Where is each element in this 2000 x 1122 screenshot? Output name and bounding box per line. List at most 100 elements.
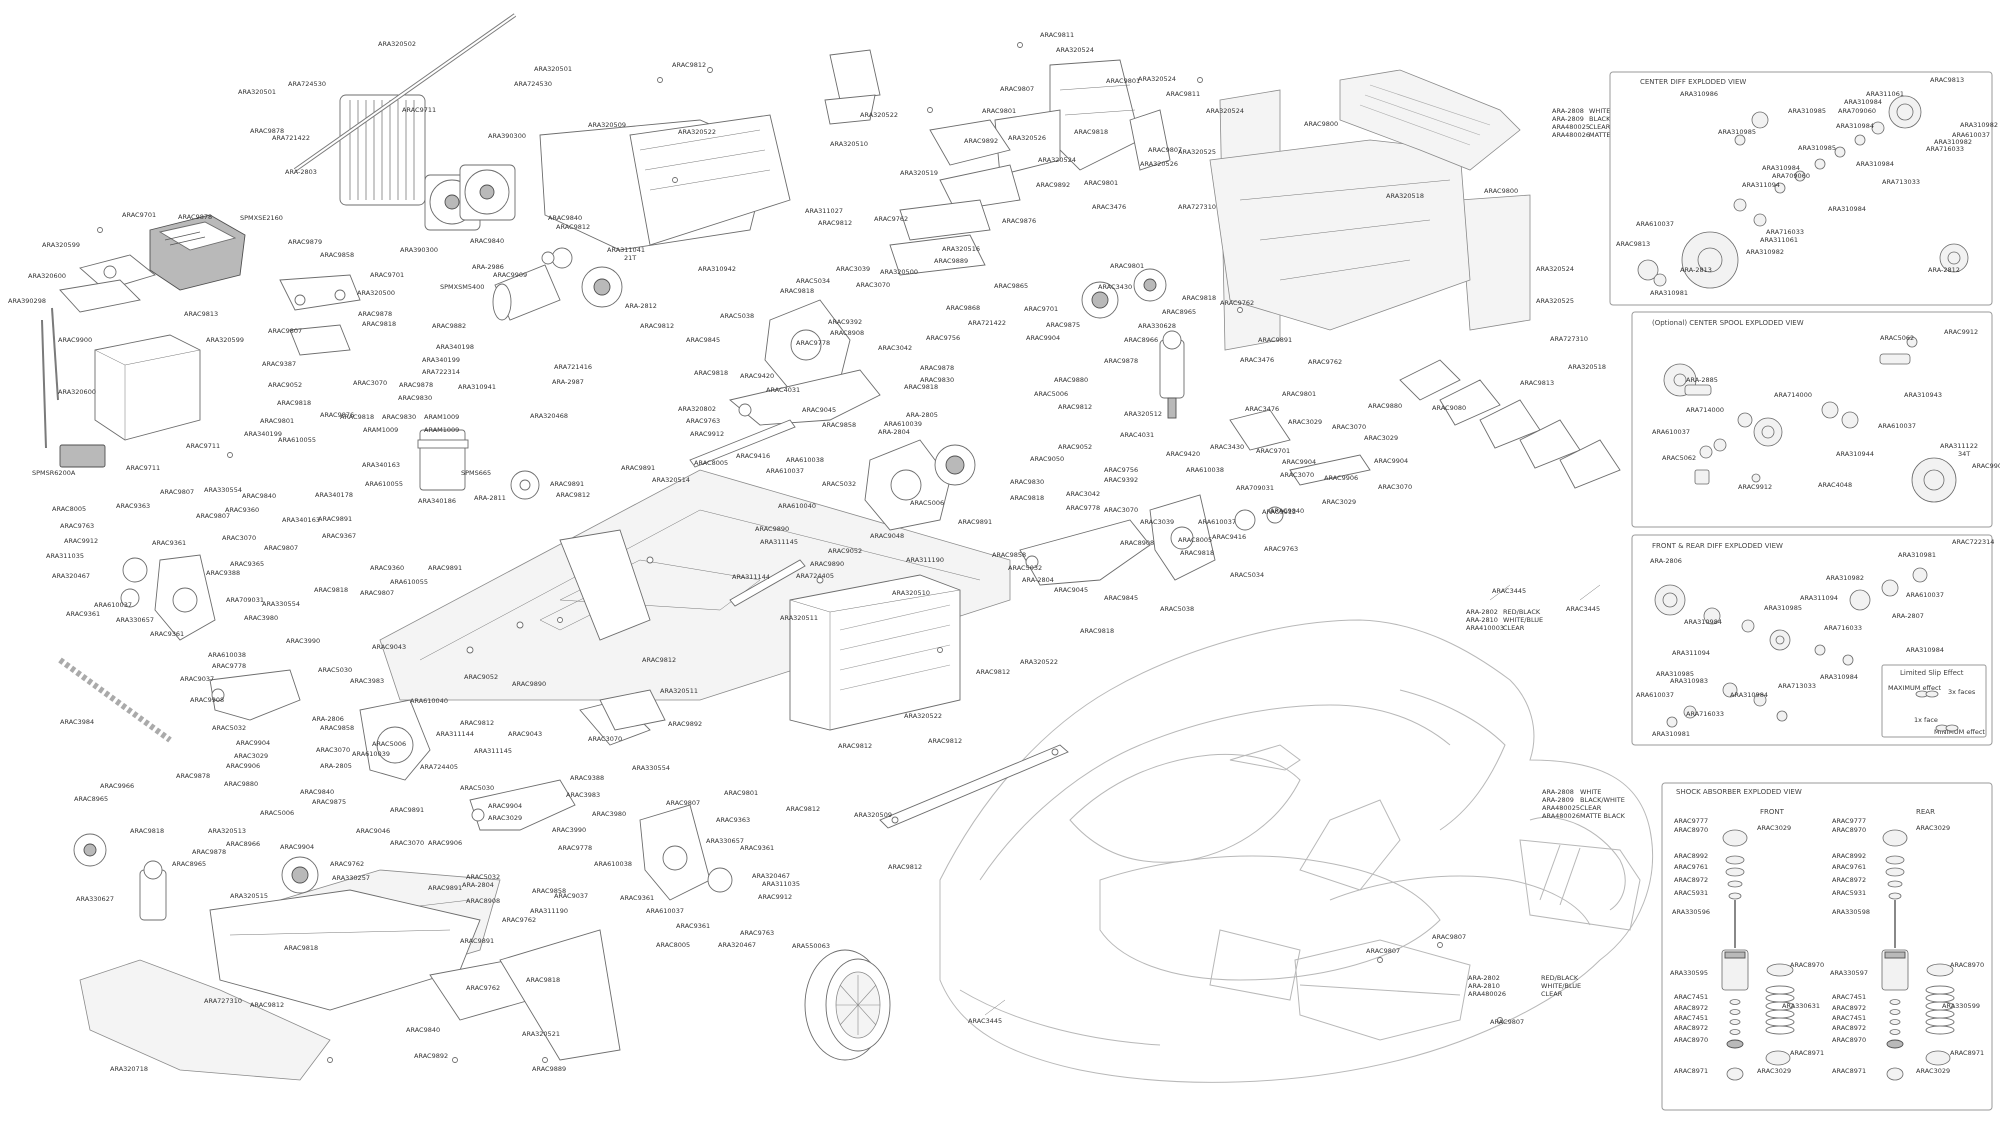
part-number-label: ARAC9818 <box>277 399 311 407</box>
part-number-label: ARAC9812 <box>556 491 590 499</box>
part-number-label: ARAC3476 <box>1240 356 1274 364</box>
part-number-label: ARAC9812 <box>1058 403 1092 411</box>
part-number-label: ARAC9387 <box>262 360 296 368</box>
part-number-label: ARA390300 <box>488 132 526 140</box>
limited-slip-max-faces: 3x faces <box>1948 688 1976 696</box>
center-diff-part-label: ARA-2812 <box>1928 266 1960 274</box>
front-rear-diff-part-label: ARA310981 <box>1652 730 1690 738</box>
shock-part-label: ARAC3029 <box>1916 824 1950 832</box>
receiver <box>59 444 106 468</box>
part-number-label: ARAC9812 <box>250 1001 284 1009</box>
part-number-label: ARAC8005 <box>1178 536 1212 544</box>
limited-slip-max: MAXIMUM effect <box>1888 684 1942 692</box>
part-number-label: WHITE <box>1589 107 1610 115</box>
part-number-label: ARAC9858 <box>992 551 1026 559</box>
part-number-label: ARA-2808 <box>1552 107 1584 115</box>
center-diff-part-label: ARA-2813 <box>1680 266 1712 274</box>
part-number-label: ARAC9762 <box>502 916 536 924</box>
part-number-label: ARA330628 <box>1138 322 1176 330</box>
part-number-label: ARA320502 <box>378 40 416 48</box>
part-number-label: ARA-2811 <box>474 494 506 502</box>
part-number-label: ARA724530 <box>514 80 552 88</box>
part-number-label: ARAC3983 <box>566 791 600 799</box>
center-diff-part-label: ARA310984 <box>1856 160 1894 168</box>
part-number-label: ARA320509 <box>588 121 626 129</box>
part-number-label: CLEAR <box>1589 123 1611 131</box>
center-diff-part-label: ARA716033 <box>1926 145 1964 153</box>
part-number-label: ARAC9812 <box>460 719 494 727</box>
center-diff-part-label: ARA610037 <box>1636 220 1674 228</box>
part-number-label: ARAC9392 <box>828 318 862 326</box>
part-number-label: ARAC3039 <box>1140 518 1174 526</box>
part-number-label: ARAC9052 <box>828 547 862 555</box>
center-diff-part-label: ARA610037 <box>1952 131 1990 139</box>
shock-part-label: ARAC8972 <box>1832 876 1866 884</box>
limited-slip-min-faces: 1x face <box>1914 716 1938 724</box>
shock-part-label: ARAC5931 <box>1832 889 1866 897</box>
part-number-label: ARAC9840 <box>470 237 504 245</box>
part-number-label: ARA709031 <box>1236 484 1274 492</box>
center-spool-part-label: ARAC9909 <box>1972 462 2000 470</box>
part-number-label: ARA320467 <box>52 572 90 580</box>
part-number-label: ARAC3070 <box>222 534 256 542</box>
front-rear-diff-part-label: ARA310985 <box>1656 670 1694 678</box>
part-number-label: ARAC5030 <box>318 666 352 674</box>
part-number-label: ARA721422 <box>968 319 1006 327</box>
rear-diff-case <box>934 281 1119 486</box>
part-number-label: ARA320526 <box>1008 134 1046 142</box>
front-knuckle-right <box>639 804 733 901</box>
rear-body-panels <box>1209 89 1531 351</box>
rear-knuckle-right <box>1149 494 1284 581</box>
part-number-label: ARAC3430 <box>1210 443 1244 451</box>
front-rear-diff-part-label: ARA610037 <box>1906 591 1944 599</box>
part-number-label: ARAC9812 <box>556 223 590 231</box>
front-rear-diff-panel-parts <box>1654 567 1928 728</box>
part-number-label: ARAC3029 <box>234 752 268 760</box>
part-number-label: ARAC9818 <box>694 369 728 377</box>
part-number-label: ARA320467 <box>752 872 790 880</box>
part-number-label: ARAC9801 <box>1110 262 1144 270</box>
servo-saver <box>510 470 540 500</box>
part-number-label: ARAC9363 <box>116 502 150 510</box>
part-number-label: ARA-2987 <box>552 378 584 386</box>
front-splitter <box>79 959 331 1081</box>
shock-part-label: ARAC9761 <box>1832 863 1866 871</box>
part-number-label: ARA320525 <box>1536 297 1574 305</box>
front-rear-diff-part-label: ARA310984 <box>1820 673 1858 681</box>
part-number-label: ARAC9365 <box>230 560 264 568</box>
front-knuckle-left <box>120 554 216 641</box>
part-number-label: ARAC9818 <box>1010 494 1044 502</box>
part-number-label: ARAC9801 <box>982 107 1016 115</box>
part-number-label: ARA320467 <box>718 941 756 949</box>
rear-shock-upper <box>1133 268 1185 419</box>
part-number-label: ARAC3029 <box>1288 418 1322 426</box>
part-number-label: ARAC9763 <box>60 522 94 530</box>
battery-tray <box>789 574 961 731</box>
part-number-label: SPMSR6200A <box>32 469 76 477</box>
part-number-label: ARAC9858 <box>532 887 566 895</box>
part-number-label: ARAC9891 <box>428 884 462 892</box>
part-number-label: ARAC9080 <box>1432 404 1466 412</box>
shock-rear-parts <box>1881 829 1955 1081</box>
part-number-label: ARAC9912 <box>690 430 724 438</box>
part-number-label: ARA-2805 <box>320 762 352 770</box>
center-diff <box>541 247 623 308</box>
part-number-label: ARA311145 <box>760 538 798 546</box>
part-number-label: ARAC9360 <box>225 506 259 514</box>
shock-part-label: ARAC8970 <box>1674 826 1708 834</box>
shock-part-label: ARA330596 <box>1672 908 1710 916</box>
part-number-label: ARAC9045 <box>802 406 836 414</box>
part-number-label: ARA320518 <box>1386 192 1424 200</box>
part-number-label: ARAC9909 <box>493 271 527 279</box>
part-number-label: ARAC9845 <box>1104 594 1138 602</box>
screws <box>97 42 1503 1063</box>
shock-part-label: ARA330595 <box>1670 969 1708 977</box>
part-number-label: ARAC9812 <box>976 668 1010 676</box>
part-number-label: ARAC9812 <box>672 61 706 69</box>
shock-part-label: ARAC8970 <box>1832 1036 1866 1044</box>
part-number-label: ARAC9904 <box>488 802 522 810</box>
part-number-label: ARAC9037 <box>180 675 214 683</box>
part-number-label: ARA311144 <box>436 730 474 738</box>
part-number-label: ARAC3983 <box>350 677 384 685</box>
part-number-label: ARAC9892 <box>668 720 702 728</box>
